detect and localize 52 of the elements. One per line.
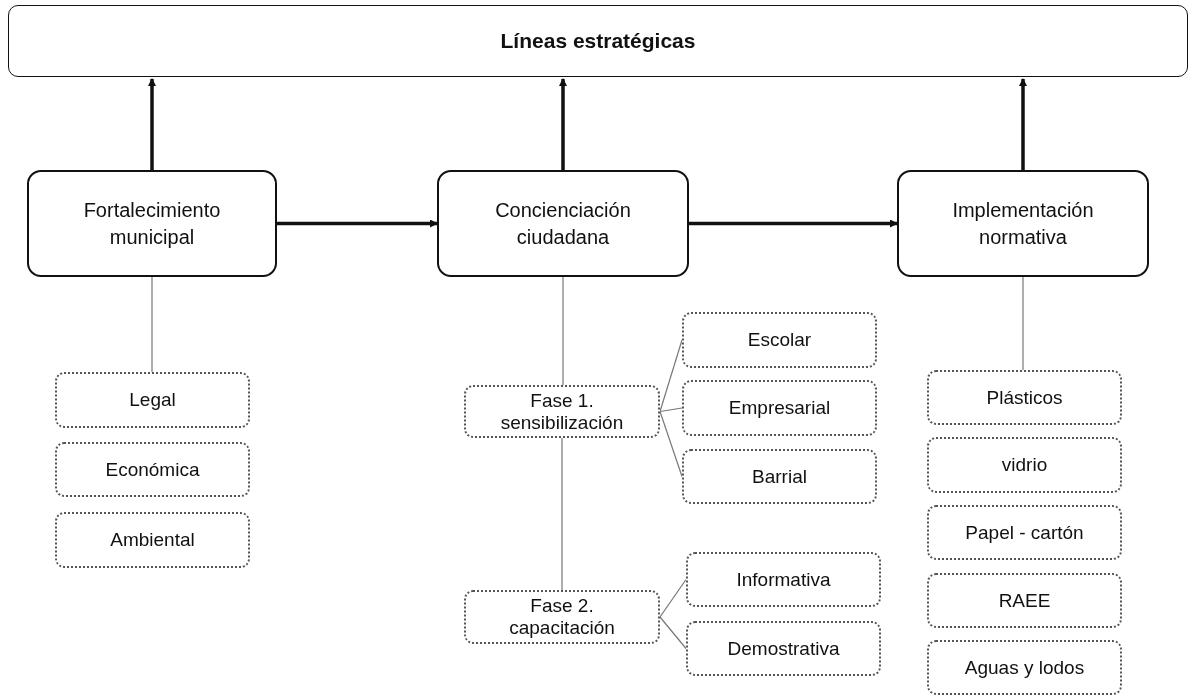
item-box — [927, 505, 1122, 560]
item-box — [682, 312, 877, 368]
process-box — [437, 170, 689, 277]
connector-line — [659, 407, 683, 413]
connector-line — [562, 276, 564, 386]
connector-line — [659, 578, 687, 618]
process-box — [27, 170, 277, 277]
node-label: Fase 2. capacitación — [508, 595, 616, 639]
node-label: Plásticos — [986, 386, 1063, 409]
node-label: Económica — [105, 458, 200, 481]
arrow — [559, 78, 567, 170]
arrow — [148, 78, 156, 170]
process-box — [897, 170, 1149, 277]
item-box — [55, 372, 250, 428]
node-label: RAEE — [998, 589, 1051, 612]
node-label: vidrio — [1001, 454, 1048, 476]
node-label: Papel - cartón — [965, 521, 1084, 544]
phase-box — [464, 385, 660, 438]
item-box — [927, 437, 1122, 493]
item-box — [682, 380, 877, 436]
item-box — [686, 552, 881, 607]
node-label: Ambiental — [110, 529, 195, 551]
item-box — [682, 449, 877, 504]
node-label: Demostrativa — [727, 637, 840, 660]
node-label: Fase 1. sensibilización — [499, 389, 625, 434]
item-box — [927, 370, 1122, 425]
item-box — [927, 640, 1122, 695]
connector-line — [1022, 276, 1024, 371]
connector-line — [659, 410, 683, 478]
header-box — [8, 5, 1188, 77]
connector-line — [561, 437, 563, 591]
arrow — [1019, 78, 1027, 170]
arrow — [689, 219, 898, 228]
node-label: Empresarial — [728, 397, 831, 419]
item-box — [927, 573, 1122, 628]
node-label: Barrial — [752, 465, 807, 488]
node-label: Implementación normativa — [951, 197, 1095, 250]
node-label: Aguas y lodos — [964, 656, 1085, 679]
item-box — [686, 621, 881, 676]
item-box — [55, 442, 250, 497]
connector-line — [659, 339, 683, 413]
node-label: Informativa — [736, 568, 831, 591]
node-label: Líneas estratégicas — [500, 29, 696, 53]
node-label: Concienciación ciudadana — [494, 197, 632, 250]
node-label: Escolar — [747, 329, 812, 351]
connector-line — [151, 276, 153, 373]
connector-line — [659, 616, 687, 650]
phase-box — [464, 590, 660, 644]
arrow — [277, 219, 438, 228]
node-label: Legal — [129, 389, 176, 411]
item-box — [55, 512, 250, 568]
node-label: Fortalecimiento municipal — [82, 197, 222, 250]
